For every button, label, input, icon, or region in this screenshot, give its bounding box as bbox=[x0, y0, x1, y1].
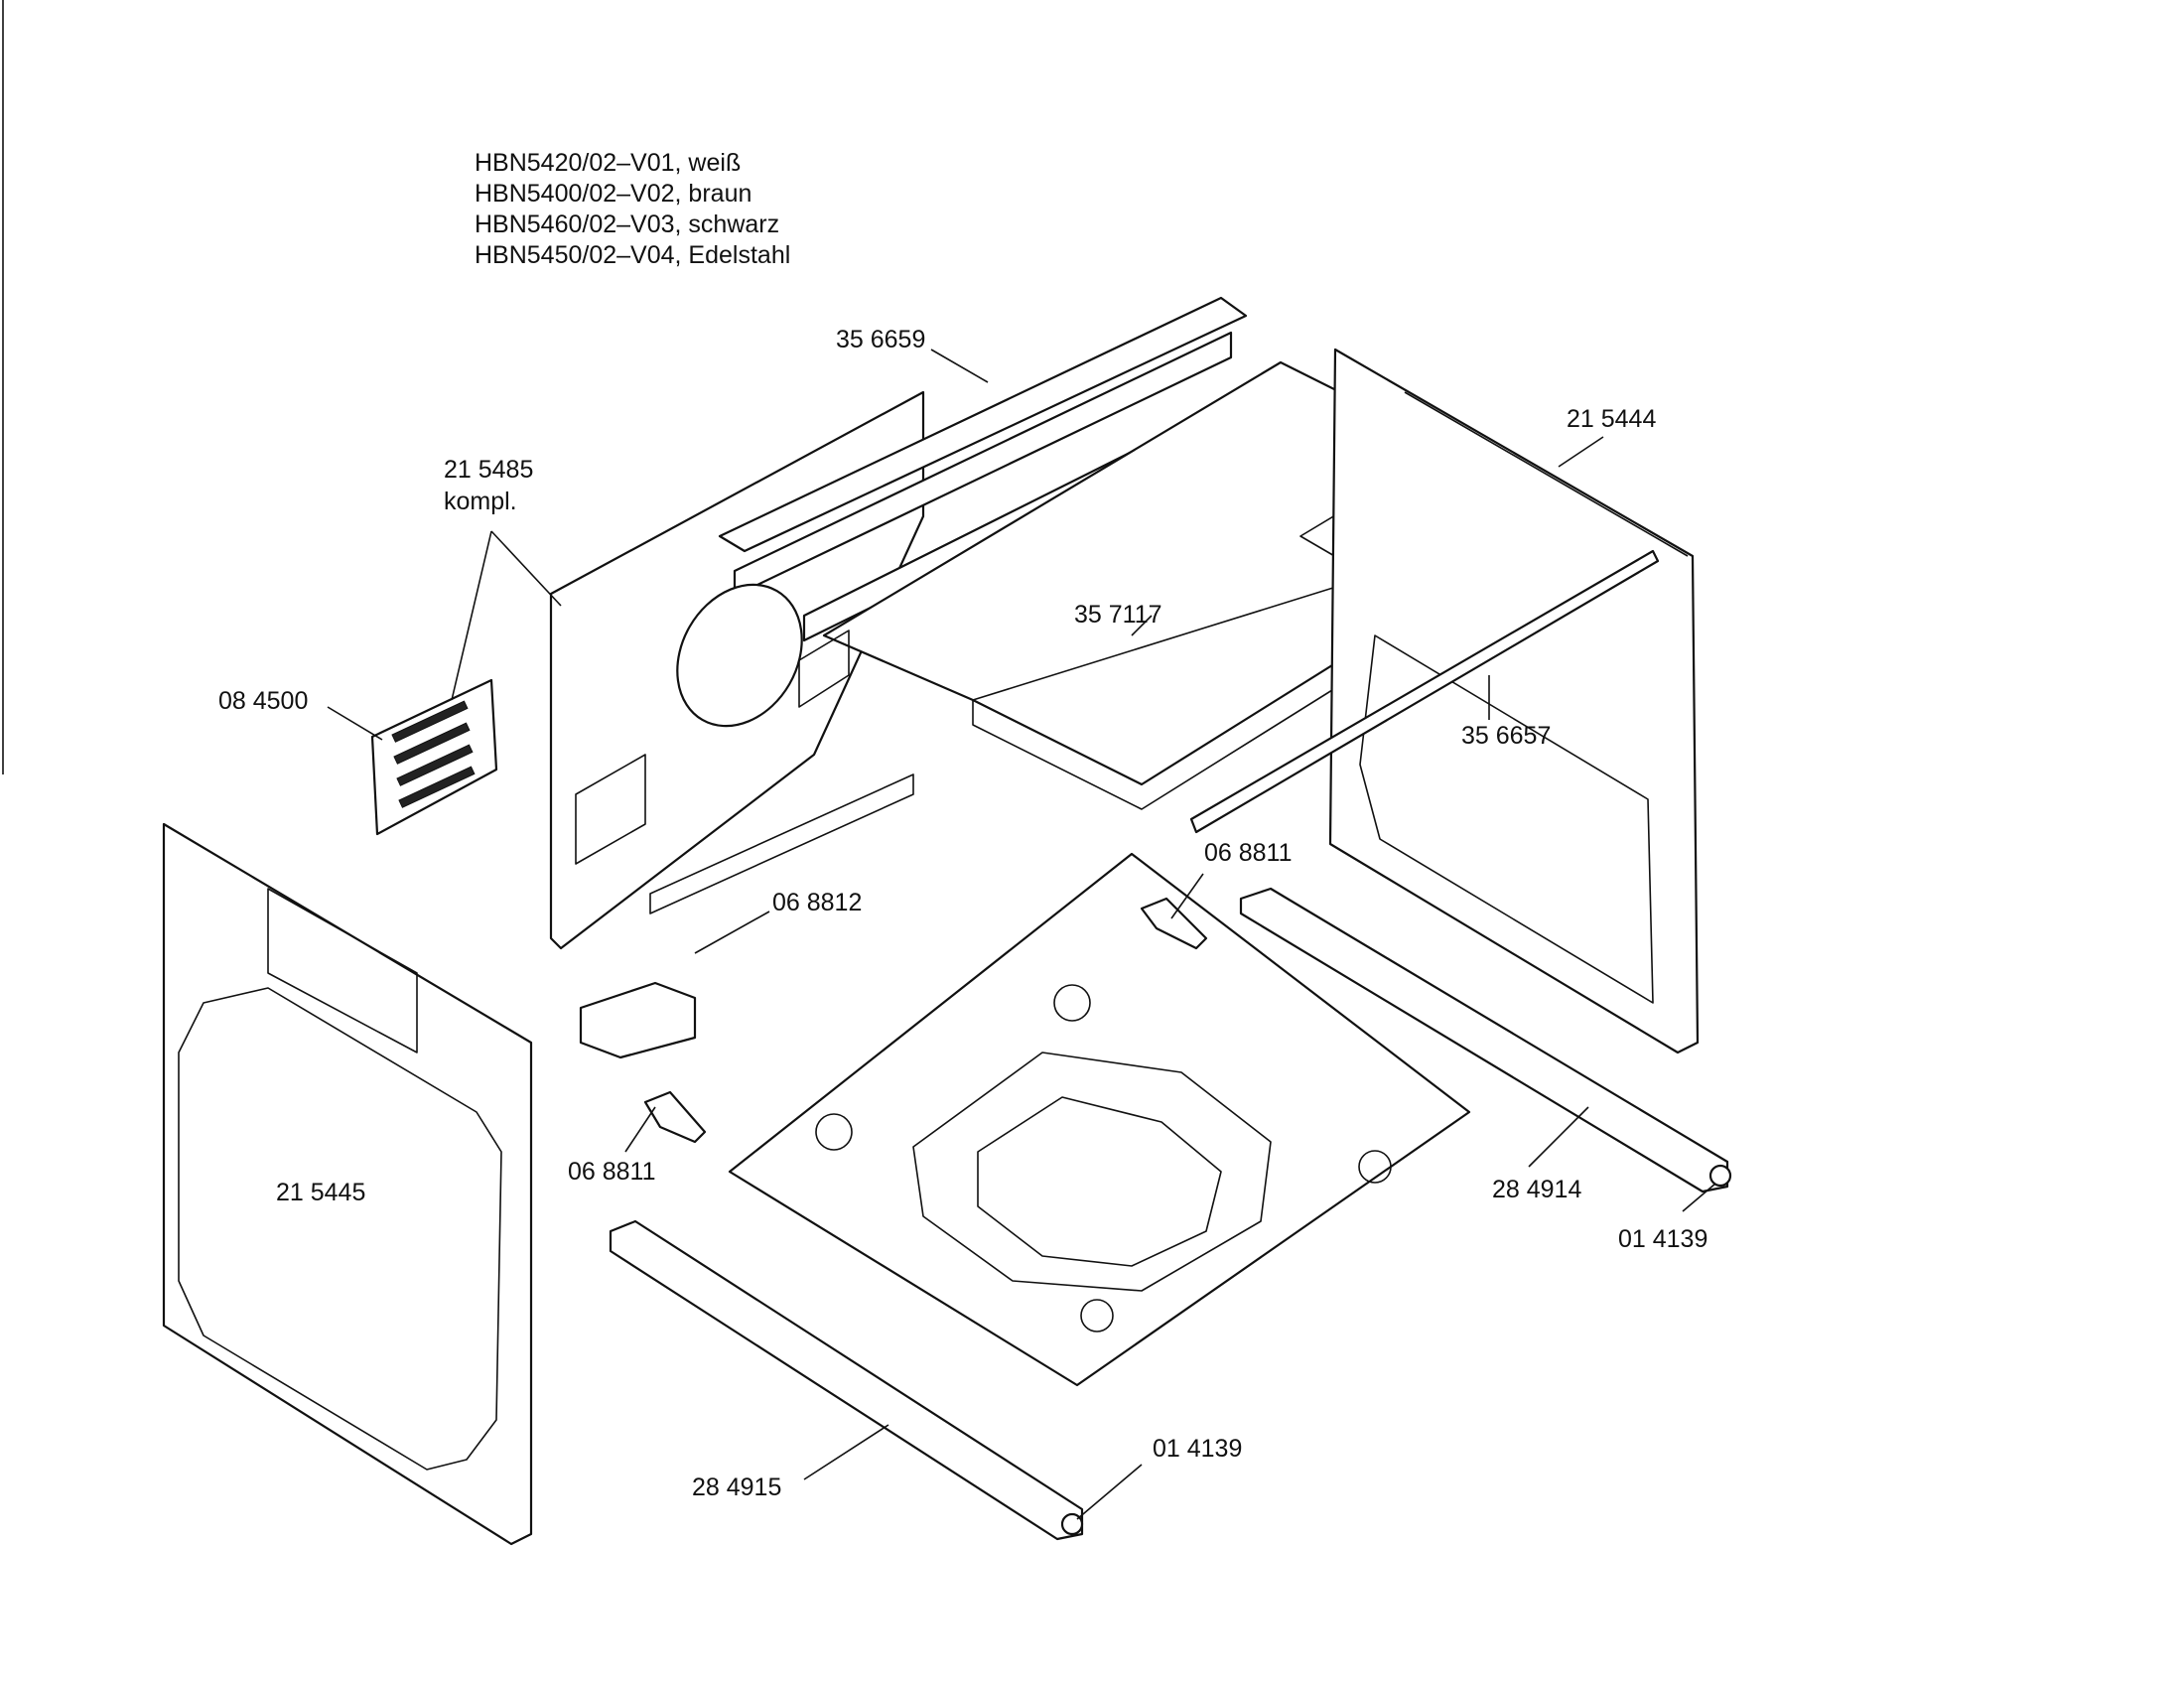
label-356657: 35 6657 bbox=[1461, 722, 1551, 750]
bracket-068812 bbox=[579, 981, 697, 1059]
model-line-4: HBN5450/02–V04, Edelstahl bbox=[475, 241, 790, 269]
label-068811-left: 06 8811 bbox=[568, 1158, 656, 1186]
model-line-2: HBN5400/02–V02, braun bbox=[475, 180, 751, 208]
part-labels: 35 6659 21 5444 21 5485 kompl. 35 7117 0… bbox=[218, 326, 1707, 1501]
label-014139-right: 01 4139 bbox=[1618, 1225, 1707, 1253]
label-215444: 21 5444 bbox=[1567, 405, 1656, 433]
model-list: HBN5420/02–V01, weiß HBN5400/02–V02, bra… bbox=[475, 149, 790, 269]
label-215485-kompl: kompl. bbox=[444, 488, 517, 515]
clip-068811-left bbox=[643, 1090, 707, 1144]
label-215445: 21 5445 bbox=[276, 1179, 365, 1206]
control-panel-part bbox=[370, 678, 498, 836]
leader-lines bbox=[327, 349, 1716, 1520]
bottom-floor-plate bbox=[728, 852, 1471, 1387]
label-084500: 08 4500 bbox=[218, 687, 308, 715]
label-068811-right: 06 8811 bbox=[1204, 839, 1293, 867]
model-line-3: HBN5460/02–V03, schwarz bbox=[475, 210, 779, 238]
label-357117: 35 7117 bbox=[1074, 601, 1162, 629]
label-356659: 35 6659 bbox=[836, 326, 925, 353]
left-side-panel bbox=[162, 822, 533, 1546]
label-068812: 06 8812 bbox=[772, 889, 862, 916]
rail-356657 bbox=[1189, 549, 1660, 834]
clip-068811-right bbox=[1140, 897, 1208, 950]
label-215485: 21 5485 bbox=[444, 456, 533, 484]
label-284915: 28 4915 bbox=[692, 1474, 781, 1501]
label-284914: 28 4914 bbox=[1492, 1176, 1581, 1203]
right-rail bbox=[1239, 887, 1732, 1193]
label-014139-left: 01 4139 bbox=[1153, 1435, 1242, 1463]
model-line-1: HBN5420/02–V01, weiß bbox=[475, 149, 741, 177]
right-side-panel bbox=[1328, 348, 1700, 1054]
